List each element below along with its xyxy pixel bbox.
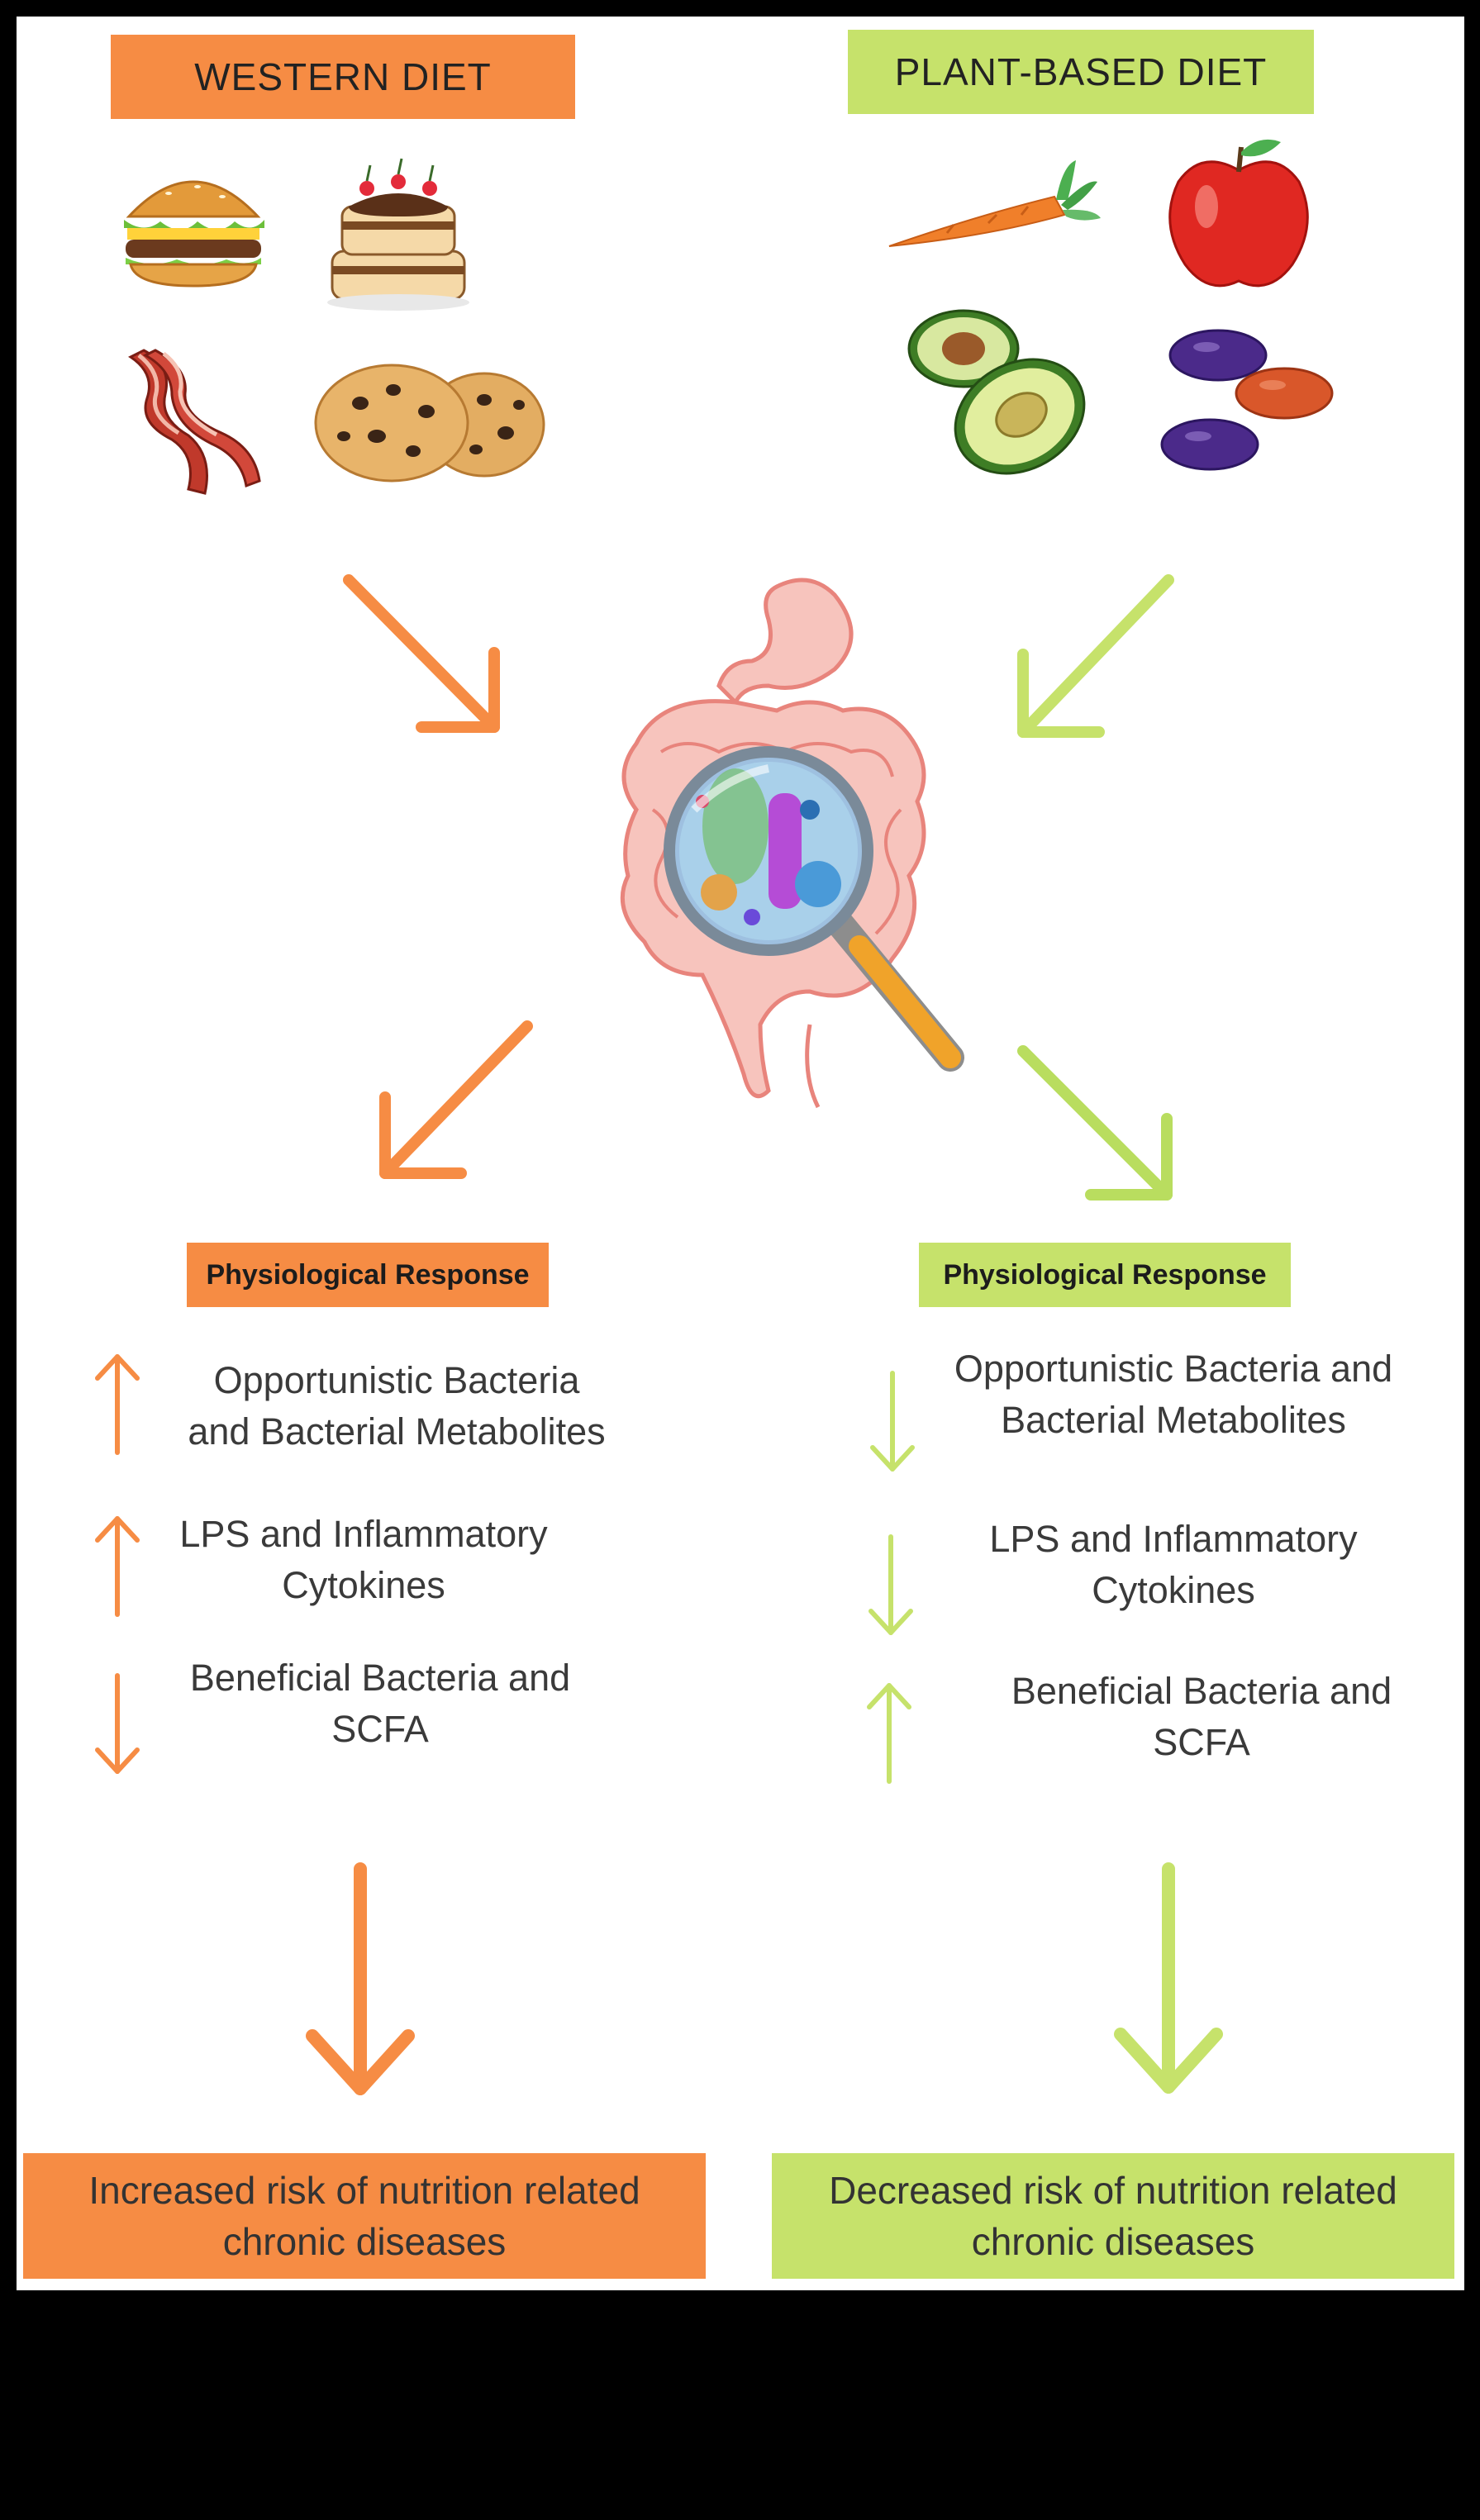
western-response-lps-line1: LPS and Inflammatory bbox=[179, 1513, 548, 1555]
plant-response-lps: LPS and Inflammatory Cytokines bbox=[922, 1514, 1425, 1616]
plant-response-beneficial-line1: Beneficial Bacteria and bbox=[1011, 1670, 1392, 1712]
plant-outcome-box: Decreased risk of nutrition related chro… bbox=[772, 2153, 1454, 2279]
plant-response-title: Physiological Response bbox=[919, 1243, 1291, 1307]
plant-response-opportunistic: Opportunistic Bacteria and Bacterial Met… bbox=[922, 1343, 1425, 1446]
western-outcome-line1: Increased risk of nutrition related bbox=[88, 2169, 640, 2212]
gut-microbiome-magnifier-icon bbox=[620, 578, 964, 1109]
western-opportunistic-up-arrow-icon bbox=[95, 1354, 140, 1455]
western-beneficial-down-arrow-icon bbox=[95, 1673, 140, 1774]
plant-response-title-text: Physiological Response bbox=[943, 1258, 1267, 1291]
plant-response-lps-line1: LPS and Inflammatory bbox=[989, 1518, 1358, 1560]
cookies-icon bbox=[314, 364, 545, 483]
carrot-icon bbox=[888, 160, 1101, 247]
western-response-beneficial-line1: Beneficial Bacteria and bbox=[189, 1657, 571, 1699]
plant-beneficial-up-arrow-icon bbox=[867, 1683, 911, 1784]
western-response-beneficial: Beneficial Bacteria and SCFA bbox=[132, 1652, 628, 1755]
western-lps-up-arrow-icon bbox=[95, 1516, 140, 1617]
western-response-opportunistic-line1: Opportunistic Bacteria bbox=[213, 1359, 580, 1401]
western-diet-title-text: WESTERN DIET bbox=[194, 55, 492, 98]
avocado-icon bbox=[907, 309, 1086, 475]
diagram-panel: WESTERN DIET PLANT-BASED DIET bbox=[17, 17, 1464, 2290]
plant-outcome-line2: chronic diseases bbox=[971, 2220, 1255, 2263]
western-response-lps: LPS and Inflammatory Cytokines bbox=[116, 1509, 612, 1611]
western-response-lps-line2: Cytokines bbox=[282, 1564, 445, 1606]
cake-icon bbox=[327, 158, 469, 311]
gut-to-plant-response-arrow bbox=[1017, 1045, 1173, 1201]
gut-to-western-response-arrow bbox=[379, 1020, 533, 1179]
apple-icon bbox=[1168, 139, 1309, 288]
plant-lps-down-arrow-icon bbox=[868, 1534, 913, 1635]
bacon-icon bbox=[128, 349, 261, 495]
western-response-opportunistic-line2: and Bacterial Metabolites bbox=[188, 1410, 606, 1453]
western-outcome-line2: chronic diseases bbox=[222, 2220, 507, 2263]
western-diet-title: WESTERN DIET bbox=[111, 35, 575, 119]
plant-diet-title: PLANT-BASED DIET bbox=[848, 30, 1314, 114]
plant-opportunistic-down-arrow-icon bbox=[870, 1371, 915, 1472]
western-response-title: Physiological Response bbox=[187, 1243, 549, 1307]
western-outcome-box: Increased risk of nutrition related chro… bbox=[23, 2153, 706, 2279]
plant-outcome-arrow bbox=[1114, 1862, 1223, 2094]
plant-outcome-line1: Decreased risk of nutrition related bbox=[829, 2169, 1397, 2212]
western-outcome-arrow bbox=[306, 1862, 415, 2095]
plant-response-opportunistic-line1: Opportunistic Bacteria and bbox=[954, 1348, 1393, 1390]
plant-response-beneficial: Beneficial Bacteria and SCFA bbox=[950, 1666, 1453, 1768]
plant-response-beneficial-line2: SCFA bbox=[1153, 1721, 1250, 1763]
plant-diet-title-text: PLANT-BASED DIET bbox=[894, 50, 1268, 93]
burger-icon bbox=[124, 180, 264, 288]
plant-response-opportunistic-line2: Bacterial Metabolites bbox=[1001, 1399, 1346, 1441]
western-response-beneficial-line2: SCFA bbox=[331, 1708, 429, 1750]
western-response-title-text: Physiological Response bbox=[206, 1258, 530, 1291]
western-to-gut-arrow bbox=[343, 574, 500, 733]
plant-to-gut-arrow bbox=[1017, 574, 1174, 738]
beans-icon bbox=[1160, 329, 1334, 471]
western-response-opportunistic: Opportunistic Bacteria and Bacterial Met… bbox=[149, 1355, 645, 1457]
plant-response-lps-line2: Cytokines bbox=[1092, 1569, 1255, 1611]
